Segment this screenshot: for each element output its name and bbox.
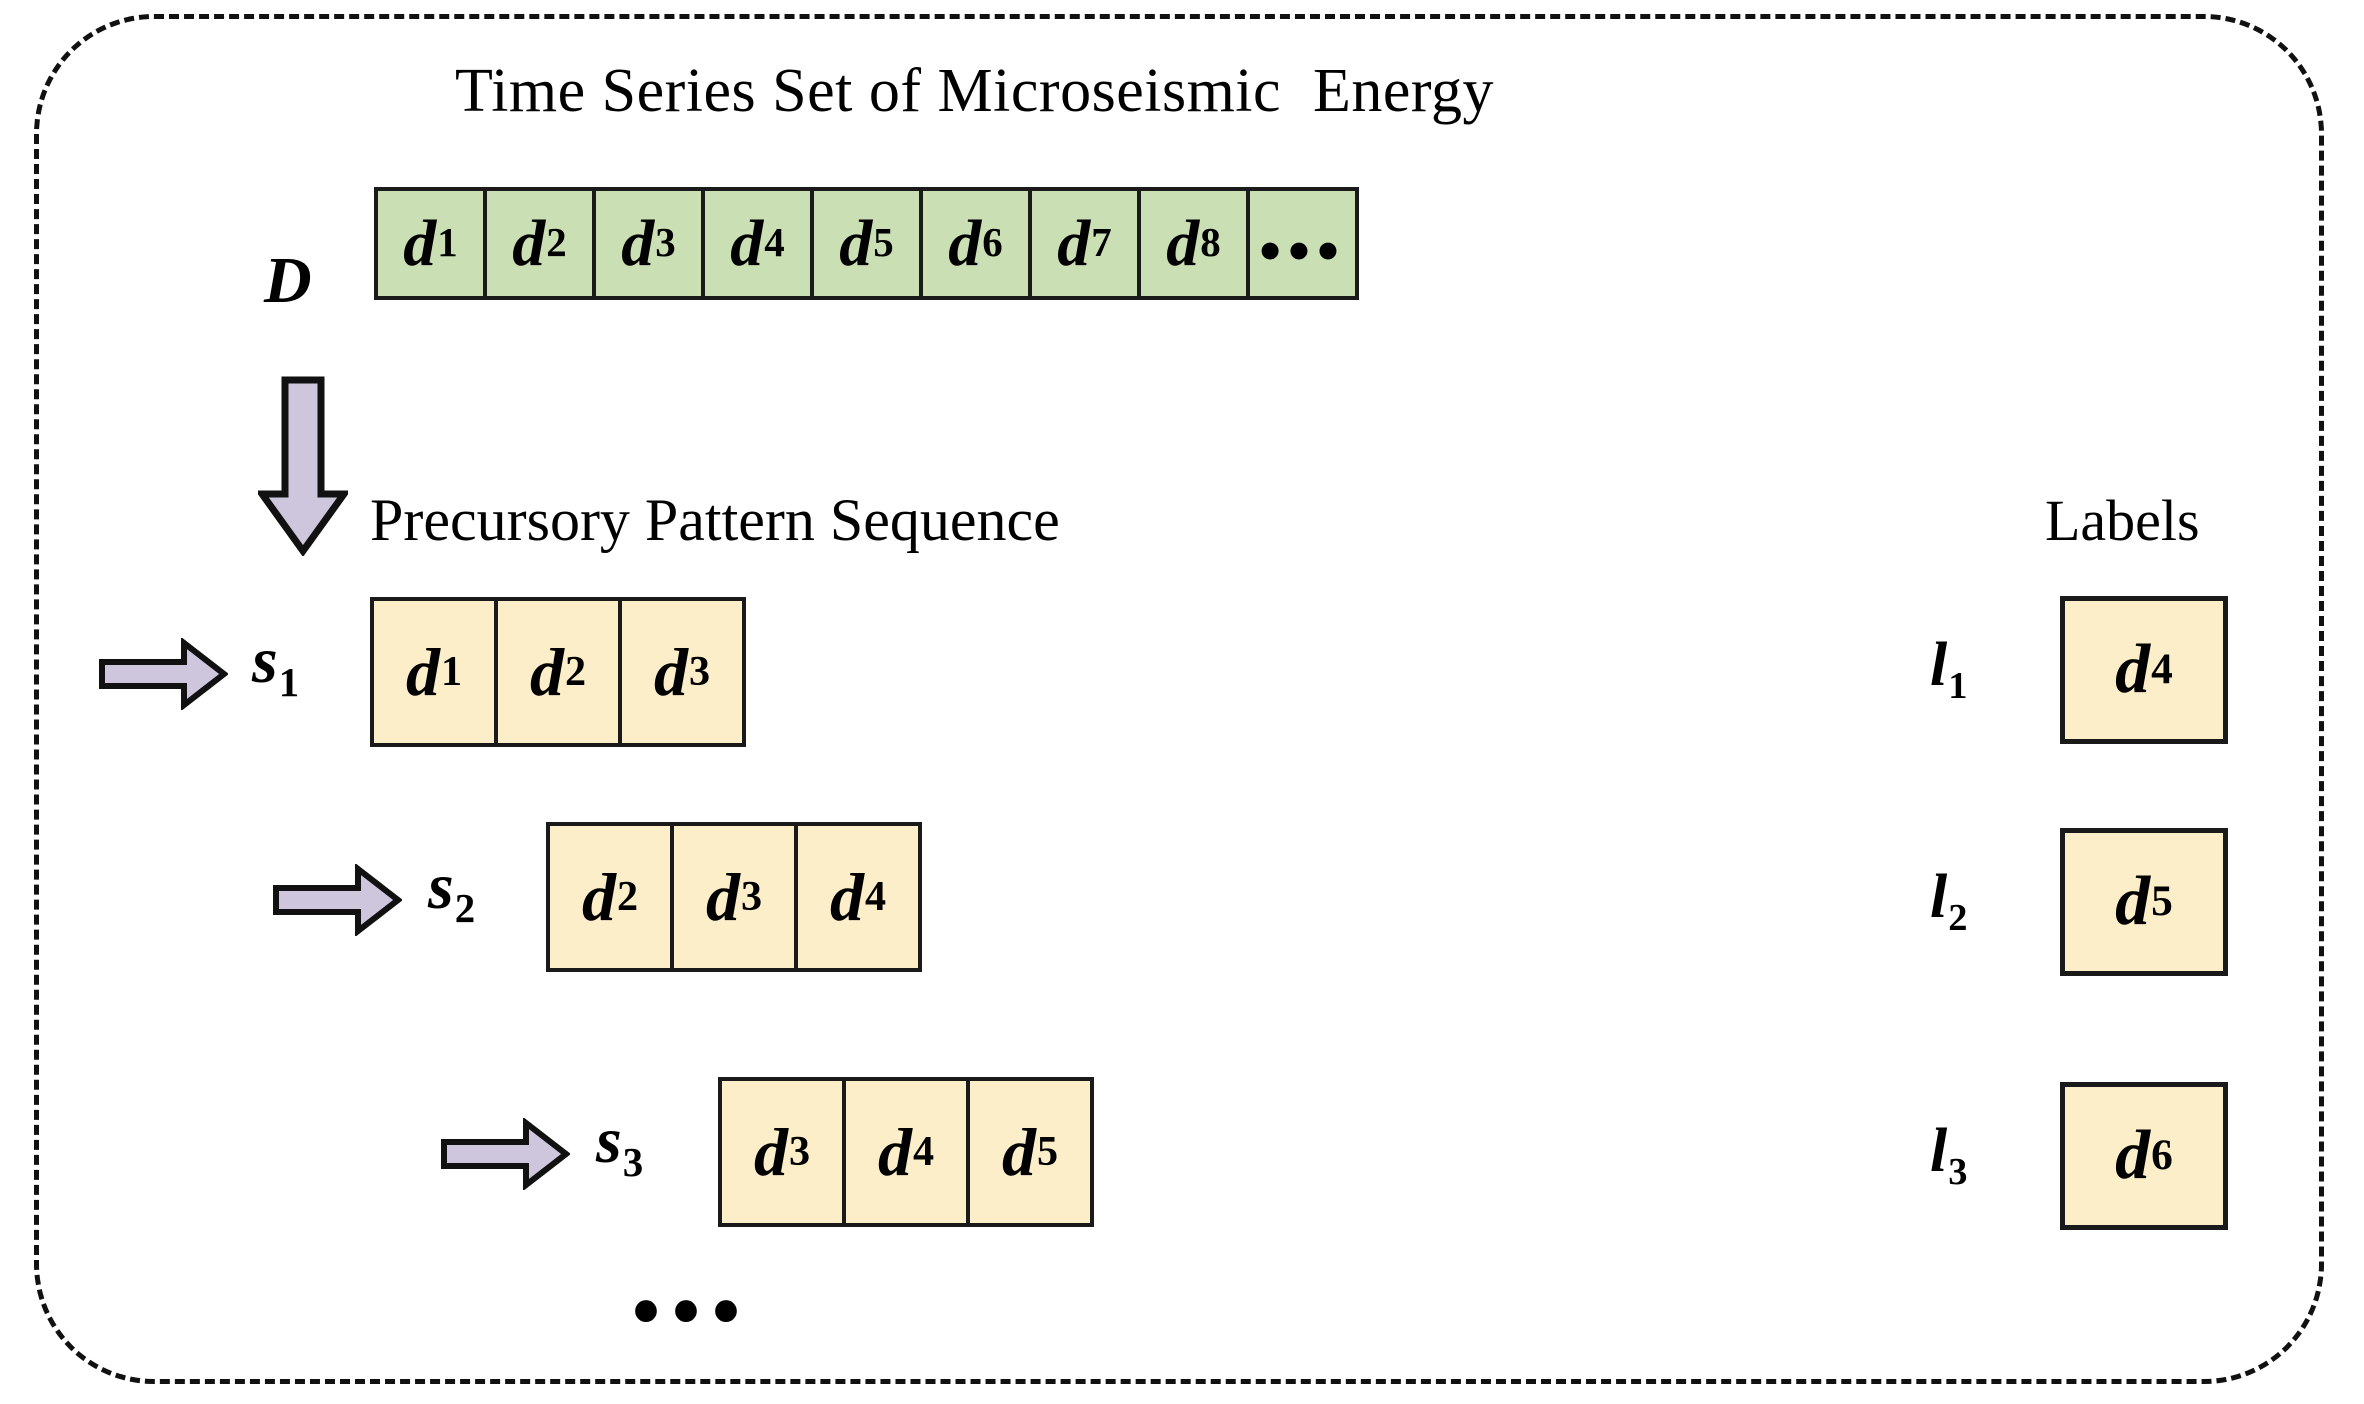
dashed-figure-border (34, 14, 2324, 1384)
label-name: l2 (1930, 863, 1968, 940)
label-name: l1 (1930, 631, 1968, 708)
sequence-name-label: s3 (596, 1104, 644, 1186)
arrow-down-icon (255, 376, 351, 561)
continuation-ellipsis: ••• (632, 1268, 753, 1356)
series-title: Time Series Set of Microseismic Energy (455, 57, 1494, 125)
series-cell-ellipsis: ••• (1246, 187, 1359, 300)
label-name: l3 (1930, 1117, 1968, 1194)
sequence-name-label: s2 (428, 850, 476, 932)
arrow-right-icon (440, 1116, 571, 1195)
sequence-title: Precursory Pattern Sequence (370, 487, 1060, 553)
series-name-label: D (264, 244, 312, 317)
arrow-right-icon (272, 862, 403, 941)
labels-title: Labels (2045, 488, 2200, 553)
arrow-right-icon (98, 636, 229, 715)
sequence-name-label: s1 (252, 624, 300, 706)
